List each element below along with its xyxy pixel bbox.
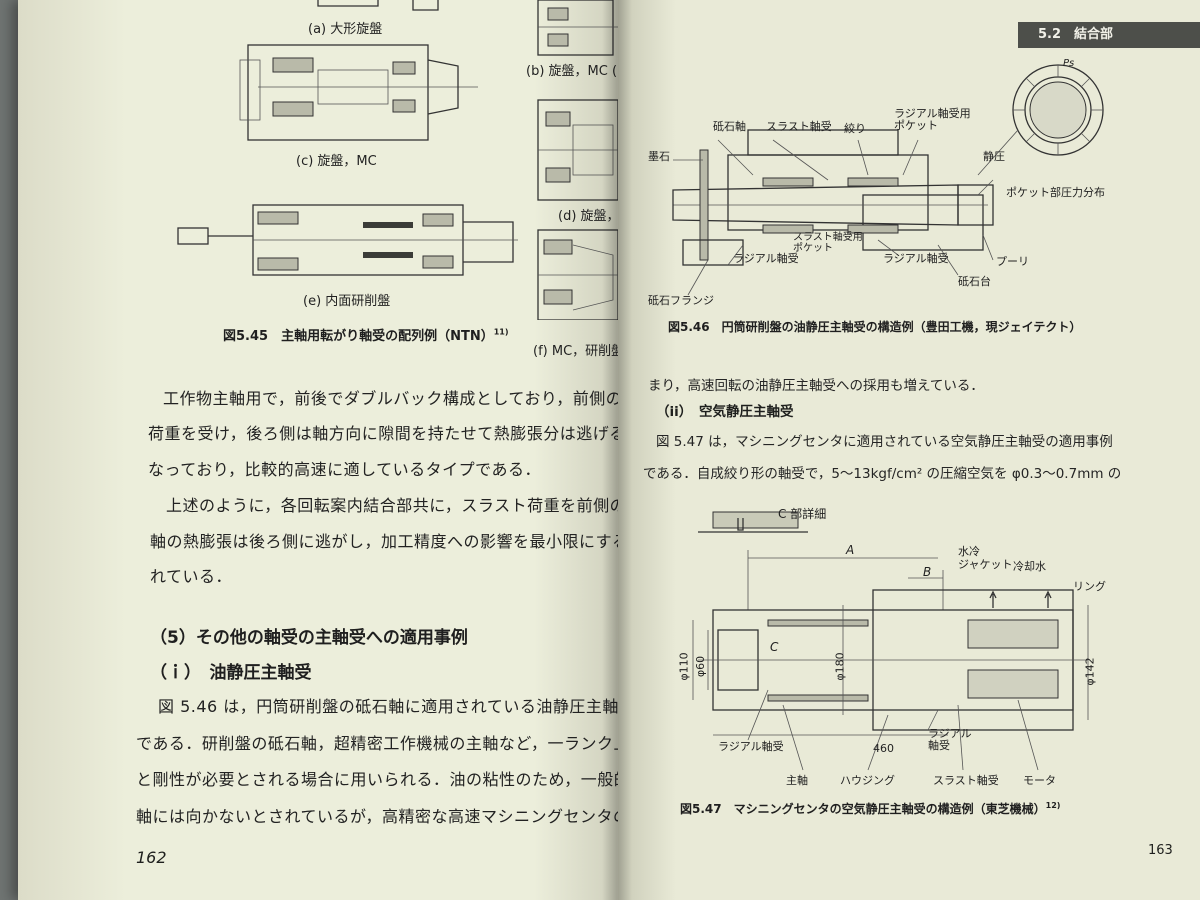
paragraph-1-line-1: 工作物主軸用で，前後でダブルバック構成としており，前側の軸受で	[163, 389, 618, 408]
caption-b: (b) 旋盤，MC (マシニングセ	[526, 64, 618, 79]
caption-f: (f) MC，研削盤	[533, 344, 618, 359]
caption-e: (e) 内面研削盤	[303, 294, 391, 309]
label-radial-pocket: ラジアル軸受用 ポケット	[894, 107, 971, 132]
paragraph-3-line-1: 図 5.46 は，円筒研削盤の砥石軸に適用されている油静圧主軸受の	[158, 697, 618, 716]
label-wheel-base: 砥石台	[958, 275, 991, 288]
label-thrust-bearing-47: スラスト軸受	[933, 774, 999, 787]
label-pulley: プーリ	[996, 255, 1029, 268]
label-motor: モータ	[1023, 774, 1056, 787]
label-coolant: 冷却水	[1013, 560, 1046, 573]
caption-c: (c) 旋盤，MC	[296, 154, 377, 169]
label-static-pressure: 静圧	[983, 150, 1005, 163]
book-gutter	[602, 0, 632, 900]
label-c-detail: C 部詳細	[778, 507, 827, 521]
drawing-a	[317, 0, 439, 11]
text-para-line-1: 図 5.47 は，マシニングセンタに適用されている空気静圧主軸受の適用事例	[656, 434, 1113, 450]
paragraph-2-line-2: 軸の熱膨張は後ろ側に逃がし，加工精度への影響を最小限にするよう	[150, 532, 618, 551]
paragraph-1-line-2: 荷重を受け，後ろ側は軸方向に隙間を持たせて熱膨張分は逃げるように	[148, 424, 618, 443]
paragraph-1-line-3: なっており，比較的高速に適しているタイプである．	[148, 460, 541, 479]
figure-5-45-drawings	[177, 0, 618, 320]
sub-heading-air: （ii） 空気静圧主軸受	[656, 404, 794, 420]
figure-5-47-ref: 12)	[1045, 801, 1061, 810]
label-radial-bearing-1: ラジアル軸受	[733, 252, 799, 265]
paragraph-3-line-2: である．研削盤の砥石軸，超精密工作機械の主軸など，一ランク上の	[136, 734, 618, 753]
label-thrust-pocket: スラスト軸受用 ポケット	[793, 232, 863, 254]
figure-5-45-ref: 11)	[493, 327, 509, 337]
drawing-b	[537, 0, 618, 56]
caption-d: (d) 旋盤，MC	[558, 209, 618, 224]
label-len-460: 460	[873, 742, 894, 755]
label-dim-a: A	[846, 543, 855, 557]
paragraph-2-line-1: 上述のように，各回転案内結合部共に，スラスト荷重を前側の軸受で	[166, 496, 618, 515]
label-main-shaft: 主軸	[786, 774, 808, 787]
drawing-f	[537, 229, 618, 320]
section-header: 5.2 結合部	[1018, 22, 1200, 48]
label-ps: Ps	[1063, 58, 1075, 69]
paragraph-3-line-3: と剛性が必要とされる場合に用いられる．油の粘性のため，一般的に	[136, 770, 618, 789]
label-radial-bearing-47: ラジアル軸受	[718, 740, 784, 753]
label-d110: φ110	[677, 652, 691, 681]
label-wheel-flange: 砥石フランジ	[648, 294, 714, 307]
label-thrust-bearing: スラスト軸受	[766, 120, 832, 133]
label-d60: φ60	[694, 655, 708, 678]
label-d142: φ142	[1083, 657, 1097, 686]
right-page: 5.2 結合部	[618, 0, 1200, 900]
caption-a: (a) 大形旋盤	[308, 22, 383, 37]
figure-5-45-caption: 図5.45 主軸用転がり軸受の配列例（NTN）11)	[223, 327, 509, 344]
label-radial-bearing-47b: ラジアル 軸受	[928, 727, 972, 752]
paragraph-3-line-4: 軸には向かないとされているが，高精密な高速マシニングセンタの主	[136, 807, 618, 826]
drawing-c	[239, 44, 478, 141]
label-housing: ハウジング	[840, 774, 895, 787]
label-c: C	[770, 640, 779, 654]
figure-5-46-caption: 図5.46 円筒研削盤の油静圧主軸受の構造例（豊田工機，現ジェイテクト）	[668, 320, 1082, 334]
drawing-d	[537, 99, 618, 201]
label-restrictor: 絞り	[844, 122, 866, 135]
text-line-1: まり，高速回転の油静圧主軸受への採用も増えている．	[648, 378, 984, 394]
label-radial-bearing-2: ラジアル軸受	[883, 252, 949, 265]
label-water-jacket: 水冷 ジャケット	[958, 545, 1013, 571]
label-dim-b: B	[923, 565, 932, 579]
figure-5-46-drawing	[672, 64, 1104, 296]
figure-5-47-drawing	[692, 511, 1089, 771]
page-number-right: 163	[1148, 843, 1173, 858]
left-page: (a) 大形旋盤 (b) 旋盤，MC (マシニングセ (c) 旋盤，MC (d)…	[18, 0, 618, 900]
figure-5-47-caption: 図5.47 マシニングセンタの空気静圧主軸受の構造例（東芝機械）12)	[680, 801, 1061, 816]
label-ring: リング	[1073, 580, 1106, 593]
label-grinding-shaft: 砥石軸	[713, 120, 746, 133]
section-heading: （5）その他の軸受の主軸受への適用事例	[150, 628, 468, 648]
label-d180: φ180	[833, 652, 847, 681]
label-dresser: 墨石	[648, 150, 670, 163]
label-pocket-pressure: ポケット部圧力分布	[1006, 186, 1105, 199]
paragraph-2-line-3: れている．	[150, 567, 233, 586]
text-para-line-2: である．自成絞り形の軸受で，5～13kgf/cm² の圧縮空気を φ0.3～0.…	[643, 466, 1122, 482]
subsection-heading: （ｉ） 油静圧主軸受	[150, 663, 312, 683]
drawing-e	[177, 204, 518, 276]
page-number-left: 162	[136, 848, 167, 867]
